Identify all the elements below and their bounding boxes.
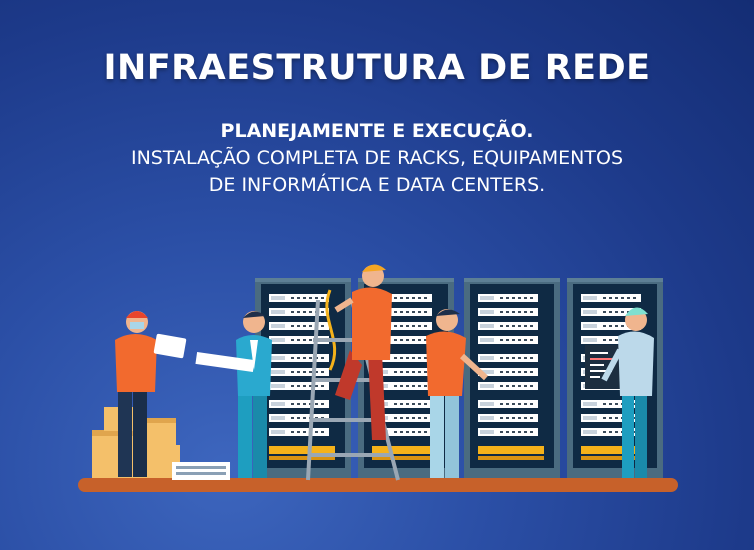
subtitle-line-1: INSTALAÇÃO COMPLETA DE RACKS, EQUIPAMENT… (130, 147, 624, 169)
subtitle-lead: PLANEJAMENTE E EXECUÇÃO. (220, 120, 534, 142)
worker-rack (426, 309, 489, 478)
cable (325, 289, 337, 371)
worker-monitor (601, 307, 654, 478)
worker-suit (195, 311, 272, 478)
page-title: INFRAESTRUTURA DE REDE (103, 48, 651, 88)
worker-tablet (115, 311, 187, 477)
floor-server-unit (172, 462, 230, 480)
subtitle-line-2: DE INFORMÁTICA E DATA CENTERS. (208, 174, 546, 196)
floor (78, 478, 678, 492)
subtitle: PLANEJAMENTE E EXECUÇÃO. INSTALAÇÃO COMP… (0, 118, 754, 199)
server-rack-3 (464, 278, 560, 478)
worker-ladder (334, 264, 392, 440)
